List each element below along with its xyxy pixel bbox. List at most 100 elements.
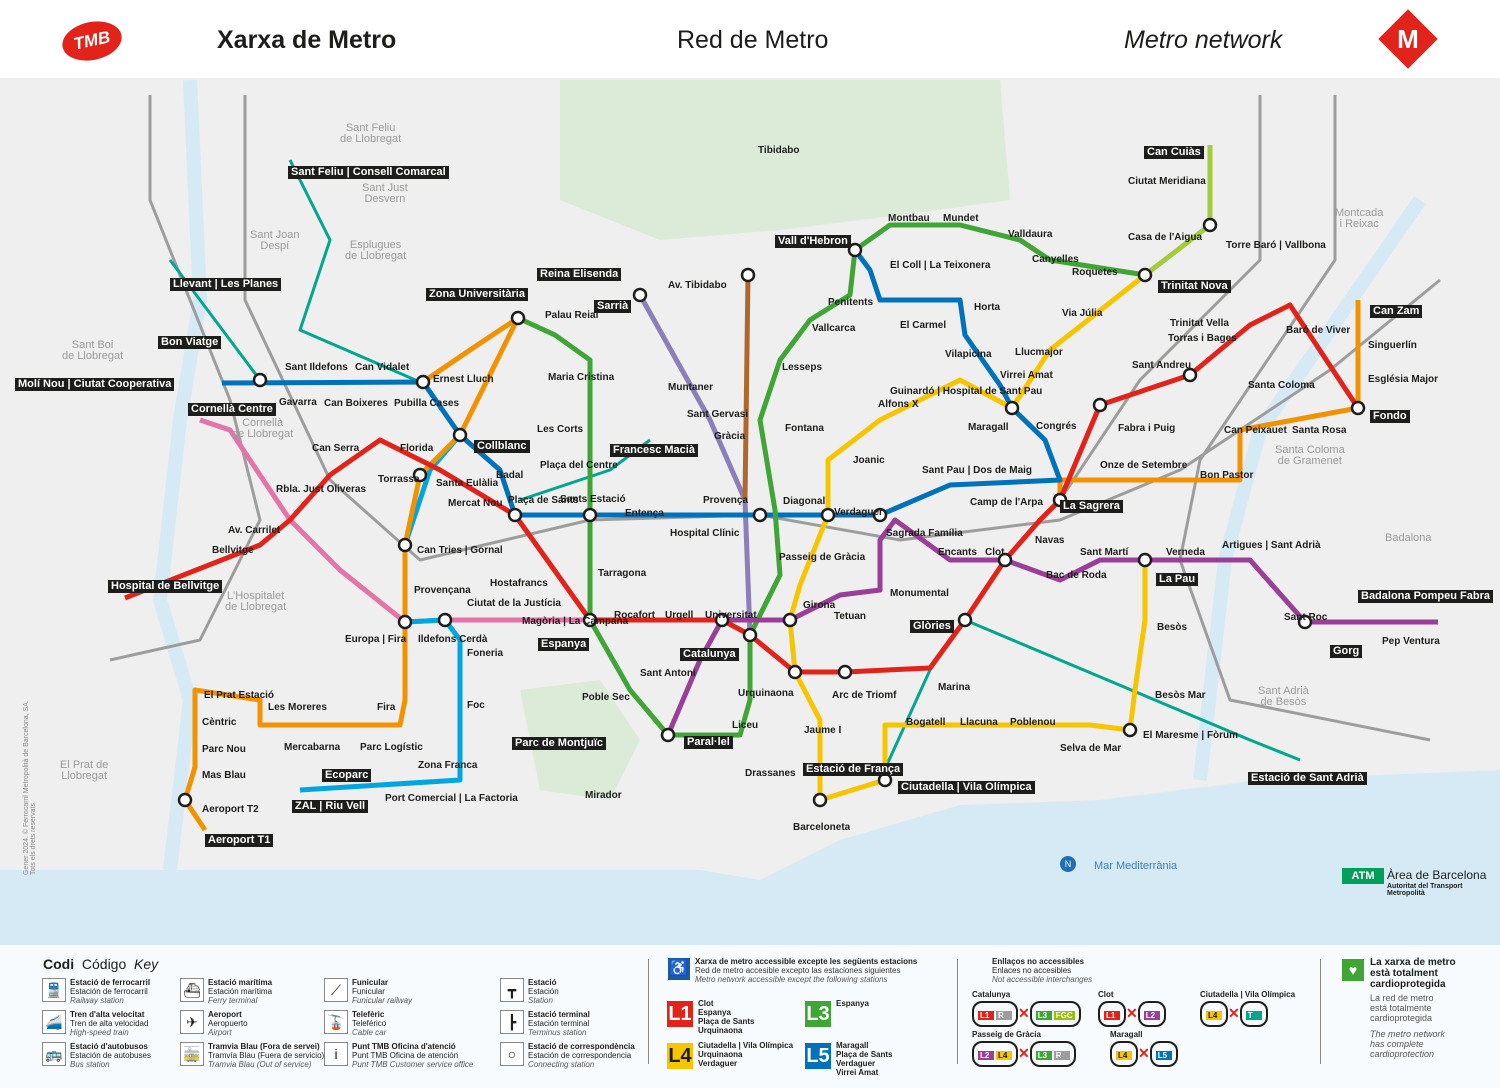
station-label[interactable]: Onze de Setembre bbox=[1100, 460, 1188, 471]
station-label[interactable]: Santa Rosa bbox=[1292, 425, 1347, 436]
interchange-marker[interactable] bbox=[1092, 397, 1108, 413]
station-label[interactable]: Parc Nou bbox=[202, 744, 246, 755]
station-label[interactable]: Liceu bbox=[732, 720, 759, 731]
station-label[interactable]: Barceloneta bbox=[793, 822, 851, 833]
station-label[interactable]: Hospital de Bellvitge bbox=[108, 580, 223, 593]
station-label[interactable]: Montbau bbox=[888, 213, 930, 224]
station-label[interactable]: Sant Feliu | Consell Comarcal bbox=[288, 166, 449, 179]
station-label[interactable]: Ernest Lluch bbox=[433, 374, 494, 385]
station-label[interactable]: Can Tries | Gornal bbox=[417, 545, 503, 556]
station-label[interactable]: Magòria | La Campana bbox=[522, 616, 629, 627]
station-label[interactable]: Rbla. Just Oliveras bbox=[276, 484, 367, 495]
interchange-marker[interactable] bbox=[582, 612, 598, 628]
interchange-marker[interactable] bbox=[452, 427, 468, 443]
station-label[interactable]: Mirador bbox=[585, 790, 622, 801]
station-label[interactable]: Les Moreres bbox=[268, 702, 327, 713]
station-label[interactable]: ZAL | Riu Vell bbox=[292, 800, 369, 813]
station-label[interactable]: Baró de Viver bbox=[1286, 325, 1351, 336]
station-label[interactable]: Tetuan bbox=[834, 611, 867, 622]
station-label[interactable]: Foneria bbox=[467, 648, 504, 659]
station-label[interactable]: Port Comercial | La Factoria bbox=[385, 793, 518, 804]
station-label[interactable]: El Maresme | Fòrum bbox=[1143, 730, 1239, 741]
station-label[interactable]: Badalona Pompeu Fabra bbox=[1358, 590, 1493, 603]
station-label[interactable]: Plaça de Sants bbox=[508, 495, 579, 506]
station-label[interactable]: Camp de l'Arpa bbox=[970, 497, 1043, 508]
station-label[interactable]: Bon Pastor bbox=[1200, 470, 1254, 481]
station-label[interactable]: Via Júlia bbox=[1062, 308, 1103, 319]
station-label[interactable]: Guinardó | Hospital de Sant Pau bbox=[890, 386, 1043, 397]
station-label[interactable]: Ildefons Cerdà bbox=[418, 634, 488, 645]
station-label[interactable]: Fondo bbox=[1370, 410, 1410, 423]
interchange-marker[interactable] bbox=[872, 507, 888, 523]
station-label[interactable]: Verdaguer bbox=[834, 507, 883, 518]
station-label[interactable]: Trinitat Nova bbox=[1158, 280, 1231, 293]
interchange-marker[interactable] bbox=[957, 612, 973, 628]
station-label[interactable]: Paral·lel bbox=[684, 736, 733, 749]
station-label[interactable]: Poble Sec bbox=[582, 692, 630, 703]
station-label[interactable]: Sant Antoni bbox=[640, 668, 696, 679]
interchange-marker[interactable] bbox=[752, 507, 768, 523]
line-l5-route[interactable] bbox=[221, 248, 1063, 518]
station-label[interactable]: Can Zam bbox=[1370, 305, 1423, 318]
station-label[interactable]: Santa Eulàlia bbox=[436, 478, 499, 489]
station-label[interactable]: Arc de Triomf bbox=[832, 690, 897, 701]
station-label[interactable]: Fontana bbox=[785, 423, 824, 434]
station-label[interactable]: Marina bbox=[938, 682, 971, 693]
station-label[interactable]: Entença bbox=[625, 508, 664, 519]
station-label[interactable]: Universitat bbox=[705, 610, 757, 621]
station-label[interactable]: Bac de Roda bbox=[1046, 570, 1107, 581]
station-label[interactable]: Badal bbox=[496, 470, 524, 481]
station-label[interactable]: Tarragona bbox=[598, 568, 647, 579]
station-label[interactable]: Parc Logístic bbox=[360, 742, 423, 753]
station-label[interactable]: Sarrià bbox=[594, 300, 632, 313]
station-label[interactable]: Fira bbox=[377, 702, 396, 713]
station-label[interactable]: Tibidabo bbox=[758, 145, 800, 156]
station-label[interactable]: Ecoparc bbox=[322, 769, 372, 782]
station-label[interactable]: Verneda bbox=[1166, 547, 1205, 558]
station-label[interactable]: Can Cuiàs bbox=[1144, 146, 1204, 159]
station-label[interactable]: Zona Universitària bbox=[426, 288, 528, 301]
station-label[interactable]: Can Vidalet bbox=[355, 362, 410, 373]
interchange-marker[interactable] bbox=[997, 552, 1013, 568]
station-label[interactable]: Sants Estació bbox=[560, 494, 626, 505]
interchange-marker[interactable] bbox=[660, 727, 676, 743]
interchange-marker[interactable] bbox=[782, 612, 798, 628]
station-label[interactable]: Florida bbox=[400, 443, 434, 454]
station-label[interactable]: Sant Gervasi bbox=[687, 409, 749, 420]
station-label[interactable]: Sant Pau | Dos de Maig bbox=[922, 465, 1033, 476]
station-label[interactable]: Roquetes bbox=[1072, 267, 1118, 278]
interchange-marker[interactable] bbox=[740, 267, 756, 283]
station-label[interactable]: Sant Ildefons bbox=[285, 362, 348, 373]
station-label[interactable]: La Sagrera bbox=[1060, 500, 1123, 513]
interchange-marker[interactable] bbox=[787, 664, 803, 680]
interchange-marker[interactable] bbox=[1122, 722, 1138, 738]
station-label[interactable]: Hospital Clínic bbox=[670, 528, 740, 539]
station-label[interactable]: Plaça del Centre bbox=[540, 460, 618, 471]
station-label[interactable]: Trinitat Vella bbox=[1170, 318, 1229, 329]
station-label[interactable]: Glòries bbox=[910, 620, 954, 633]
station-label[interactable]: Clot bbox=[985, 547, 1005, 558]
station-label[interactable]: Reina Elisenda bbox=[537, 268, 622, 281]
station-label[interactable]: Ciutadella | Vila Olímpica bbox=[898, 781, 1035, 794]
interchange-marker[interactable] bbox=[397, 614, 413, 630]
station-label[interactable]: Diagonal bbox=[783, 496, 826, 507]
station-label[interactable]: Virrei Amat bbox=[1000, 370, 1053, 381]
interchange-marker[interactable] bbox=[1137, 552, 1153, 568]
station-label[interactable]: Can Boixeres bbox=[324, 398, 388, 409]
station-label[interactable]: Girona bbox=[803, 600, 836, 611]
line-l7-route[interactable] bbox=[742, 274, 751, 501]
station-label[interactable]: Gràcia bbox=[714, 431, 746, 442]
interchange-marker[interactable] bbox=[510, 310, 526, 326]
station-label[interactable]: Francesc Macià bbox=[610, 444, 698, 457]
station-label[interactable]: El Coll | La Teixonera bbox=[890, 260, 991, 271]
station-label[interactable]: Estació de Sant Adrià bbox=[1248, 772, 1367, 785]
station-label[interactable]: Fabra i Puig bbox=[1118, 423, 1176, 434]
interchange-marker[interactable] bbox=[1137, 267, 1153, 283]
station-label[interactable]: Bogatell bbox=[906, 717, 946, 728]
station-label[interactable]: Provença bbox=[703, 495, 749, 506]
station-label[interactable]: Església Major bbox=[1368, 374, 1439, 385]
interchange-marker[interactable] bbox=[252, 372, 268, 388]
station-label[interactable]: Sant Martí bbox=[1080, 547, 1129, 558]
station-label[interactable]: Penitents bbox=[828, 297, 874, 308]
